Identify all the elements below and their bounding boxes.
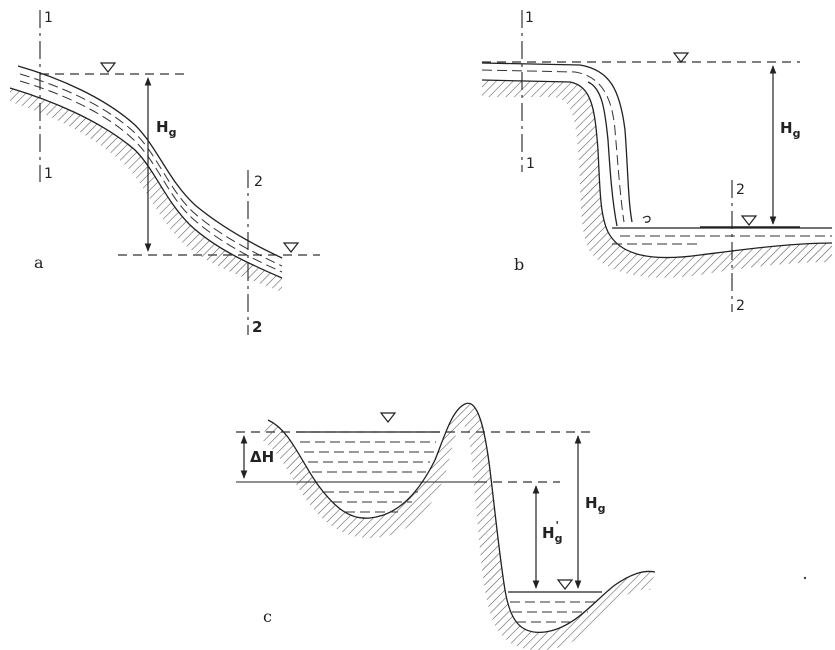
panel-a-ground-hatch [10, 88, 282, 292]
panel-a-label: a [34, 253, 44, 272]
panel-a-water-surface [17, 65, 283, 259]
panel-b-section-1-bottom: 1 [526, 156, 535, 172]
panel-b-flow-line [481, 69, 625, 223]
panel-b-section-2-bottom: 2 [736, 298, 745, 314]
panel-b-roller [642, 215, 651, 223]
panel-c-delta-h-label: ΔH [250, 448, 274, 466]
panel-a-flow-line [19, 80, 283, 273]
panel-c-hg-label: Hg [585, 494, 605, 515]
panel-b-upper-level-triangle [672, 52, 690, 63]
panel-a-upper-level-triangle [99, 62, 117, 73]
panel-b-lower-level-triangle [740, 215, 758, 226]
panel-c-terrain [267, 402, 656, 633]
panel-b: Hg 1 1 2 2 b [481, 10, 833, 314]
panel-b-ground-hatch [482, 80, 832, 278]
panel-c: ΔH Hg' Hg c [236, 402, 656, 650]
panel-b-hg-label: Hg [780, 119, 800, 140]
panel-b-water-surface [481, 62, 633, 223]
panel-a-hg-label: Hg [156, 118, 176, 139]
panel-c-label: c [263, 607, 272, 626]
panel-c-hg-prime-label: Hg' [542, 519, 562, 545]
panel-a: Hg 1 1 2 2 a [9, 10, 320, 336]
panel-c-upper-level-triangle [379, 412, 397, 423]
panel-a-section-1-bottom: 1 [44, 166, 53, 182]
panel-b-section-1-top: 1 [525, 10, 534, 26]
panel-b-jet-edge [587, 81, 618, 227]
panel-a-flow-line [19, 73, 283, 267]
panel-c-ground-hatch [262, 403, 655, 650]
panel-a-lower-level-triangle [282, 242, 300, 253]
panel-a-section-2-bottom: 2 [252, 318, 262, 336]
panel-c-lower-level-triangle [556, 579, 574, 590]
stray-dot [803, 576, 807, 580]
panel-a-section-1-top: 1 [44, 10, 53, 26]
panel-a-channel-bed [9, 87, 283, 279]
panel-a-section-2-top: 2 [254, 174, 263, 190]
panel-c-lower-water-fill [510, 601, 596, 623]
panel-b-channel-bed [481, 79, 833, 259]
panel-b-label: b [514, 255, 524, 274]
panel-b-section-2-top: 2 [736, 182, 745, 198]
